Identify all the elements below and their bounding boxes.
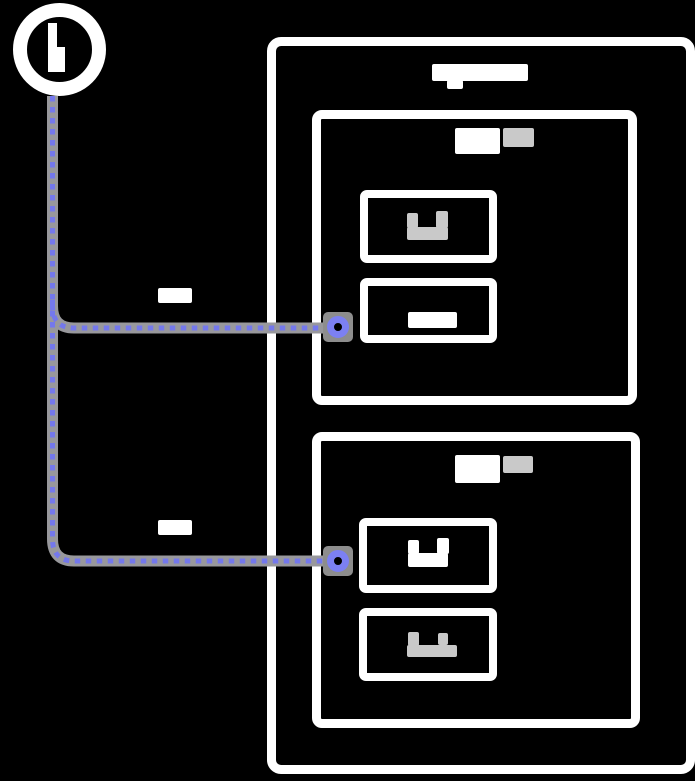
module2-port xyxy=(327,550,349,572)
module2-item1-label-blob xyxy=(437,538,449,554)
app-title-blob-descender xyxy=(447,80,463,89)
module1-item1-label-blob xyxy=(436,211,448,228)
module1-item2-box xyxy=(360,278,497,343)
module1-item2-label-blob xyxy=(408,312,457,328)
module2-item2-box xyxy=(359,608,497,681)
module1-version-badge-blob xyxy=(503,128,534,147)
app-title-blob xyxy=(432,64,528,81)
client-icon xyxy=(57,47,65,72)
link2-label-blob xyxy=(158,520,192,535)
module2-item2-label-blob xyxy=(408,632,419,646)
module1-item1-label-blob xyxy=(407,213,418,228)
module2-item2-label-blob xyxy=(407,645,457,657)
module2-item1-label-blob xyxy=(408,553,448,567)
module2-version-badge-blob xyxy=(503,456,533,473)
module1-item1-box xyxy=(360,190,497,263)
module2-title-blob xyxy=(455,455,500,483)
module1-item1-label-blob xyxy=(407,227,448,240)
link1-label-blob xyxy=(158,288,192,303)
client-icon xyxy=(48,23,57,72)
module1-port xyxy=(327,316,349,338)
module2-item1-label-blob xyxy=(408,540,419,554)
module2-item2-label-blob xyxy=(438,633,448,645)
module1-title-blob xyxy=(455,128,500,154)
